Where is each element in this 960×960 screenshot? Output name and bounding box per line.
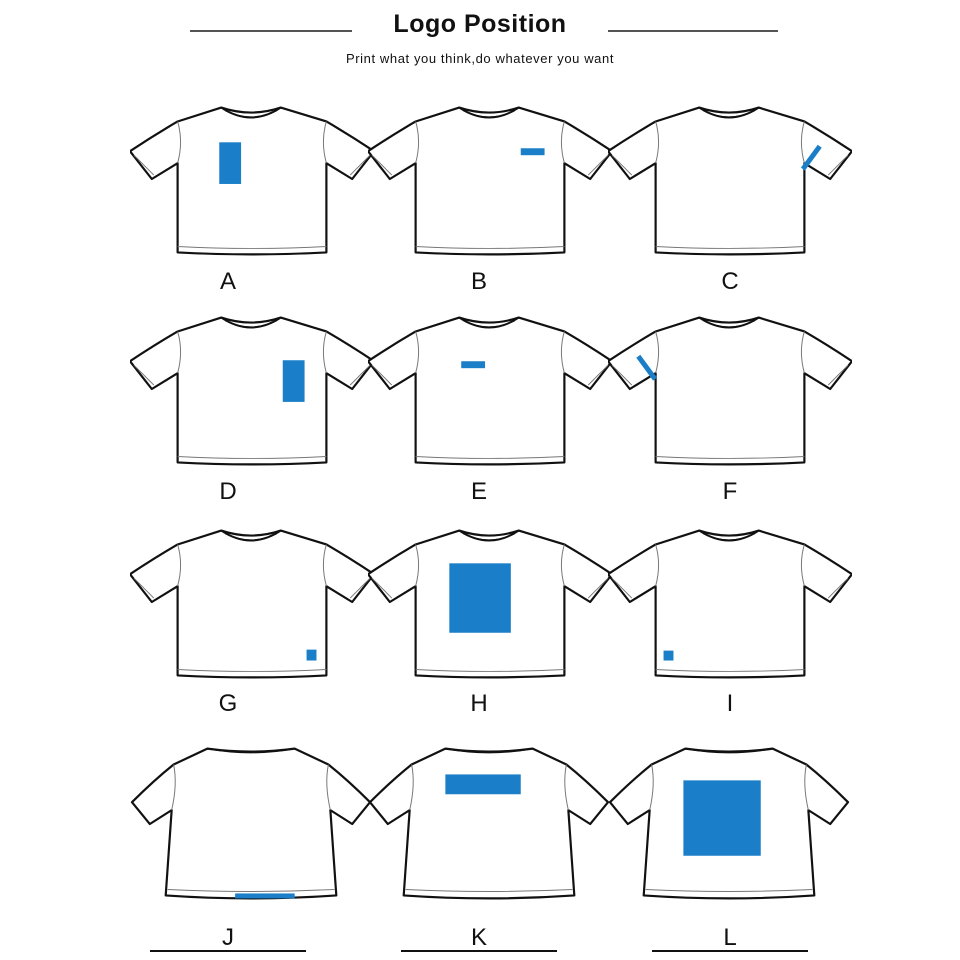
- tshirt-back-icon: [608, 747, 850, 900]
- print-area-k: [445, 774, 521, 795]
- position-label-l: L: [723, 924, 737, 951]
- tshirt-front-icon: [368, 316, 612, 466]
- print-area-l: [683, 780, 761, 856]
- shirt-option-i: [608, 518, 852, 688]
- position-label-h: H: [470, 690, 488, 717]
- tshirt-front-icon: [608, 529, 852, 679]
- position-label-g: G: [218, 690, 238, 717]
- tshirt-front-icon: [130, 316, 374, 466]
- tshirt-back-icon: [368, 747, 610, 900]
- shirt-option-b: [368, 95, 612, 265]
- label-underline-l: [652, 950, 808, 952]
- tshirt-front-icon: [368, 529, 612, 679]
- print-area-f: [636, 354, 658, 381]
- print-area-d: [282, 360, 305, 402]
- print-area-c: [800, 144, 822, 171]
- print-area-e: [461, 361, 486, 369]
- print-area-j: [235, 893, 295, 899]
- shirt-option-d: [130, 305, 374, 475]
- shirt-option-a: [130, 95, 374, 265]
- page-subtitle: Print what you think,do whatever you wan…: [345, 51, 615, 66]
- shirt-option-e: [368, 305, 612, 475]
- position-label-d: D: [219, 478, 237, 505]
- title-rule-right: [608, 30, 778, 32]
- tshirt-front-icon: [130, 529, 374, 679]
- position-label-f: F: [722, 478, 738, 505]
- shirt-option-c: [608, 95, 852, 265]
- tshirt-front-icon: [608, 106, 852, 256]
- shirt-option-j: [130, 740, 372, 910]
- tshirt-back-icon: [130, 747, 372, 900]
- tshirt-front-icon: [608, 316, 852, 466]
- title-rule-left: [190, 30, 352, 32]
- print-area-b: [520, 148, 545, 156]
- position-label-a: A: [219, 268, 236, 295]
- page-title: Logo Position: [393, 10, 567, 38]
- shirt-option-f: [608, 305, 852, 475]
- print-area-i: [663, 650, 674, 661]
- shirt-option-l: [608, 740, 850, 910]
- shirt-option-k: [368, 740, 610, 910]
- shirt-option-g: [130, 518, 374, 688]
- position-label-e: E: [470, 478, 487, 505]
- position-label-b: B: [470, 268, 487, 295]
- position-label-i: I: [726, 690, 734, 717]
- position-label-k: K: [470, 924, 487, 951]
- position-label-c: C: [721, 268, 739, 295]
- print-area-g: [306, 649, 317, 661]
- position-label-j: J: [222, 924, 234, 951]
- tshirt-front-icon: [130, 106, 374, 256]
- label-underline-k: [401, 950, 557, 952]
- print-area-a: [219, 142, 242, 184]
- tshirt-front-icon: [368, 106, 612, 256]
- print-area-h: [449, 563, 511, 633]
- label-underline-j: [150, 950, 306, 952]
- shirt-option-h: [368, 518, 612, 688]
